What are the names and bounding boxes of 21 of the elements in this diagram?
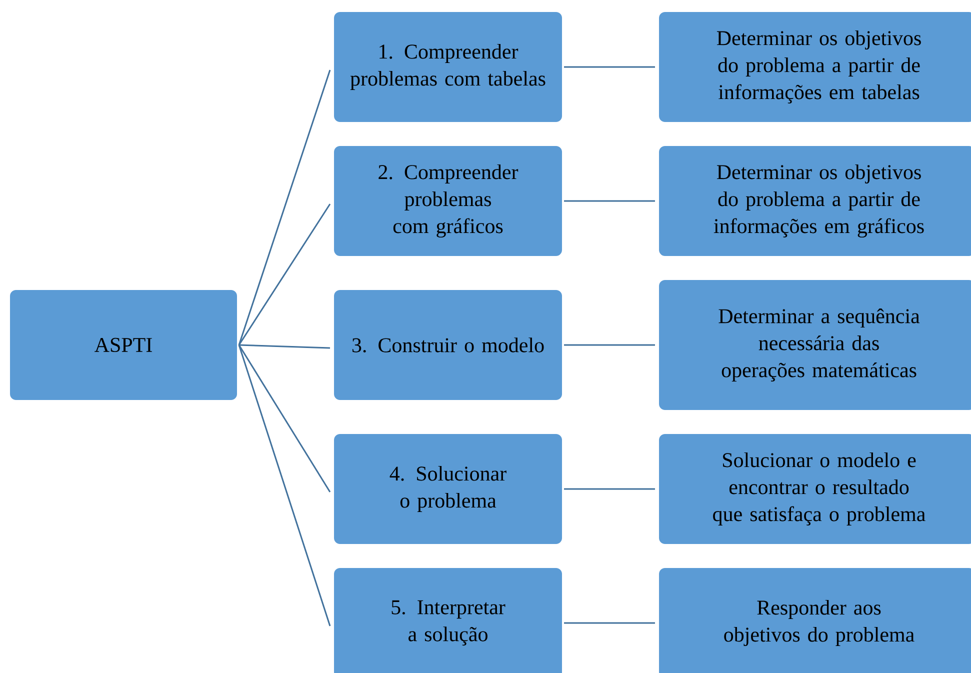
process-box: Determinar a sequência necessária das operações matemáticas xyxy=(659,280,971,410)
process-box: Determinar os objetivos do problema a partir de informações em gráficos xyxy=(659,146,971,256)
process-box: 5. Interpretar a solução xyxy=(334,568,562,673)
connector-line xyxy=(564,622,655,624)
connector-line xyxy=(238,344,331,626)
process-box: Determinar os objetivos do problema a partir de informações em tabelas xyxy=(659,12,971,122)
connector-line xyxy=(238,204,331,346)
connector-line xyxy=(238,344,330,349)
connector-line xyxy=(238,70,331,346)
process-box: 4. Solucionar o problema xyxy=(334,434,562,544)
process-box: 2. Compreender problemas com gráficos xyxy=(334,146,562,256)
process-box: 3. Construir o modelo xyxy=(334,290,562,400)
process-box: Responder aos objetivos do problema xyxy=(659,568,971,673)
process-box: 1. Compreender problemas com tabelas xyxy=(334,12,562,122)
process-box: ASPTI xyxy=(10,290,237,400)
connector-line xyxy=(564,66,655,68)
connector-line xyxy=(238,344,331,492)
connector-line xyxy=(564,344,655,346)
connector-line xyxy=(564,200,655,202)
connector-line xyxy=(564,488,655,490)
process-box: Solucionar o modelo e encontrar o resultado que satisfaça o problema xyxy=(659,434,971,544)
